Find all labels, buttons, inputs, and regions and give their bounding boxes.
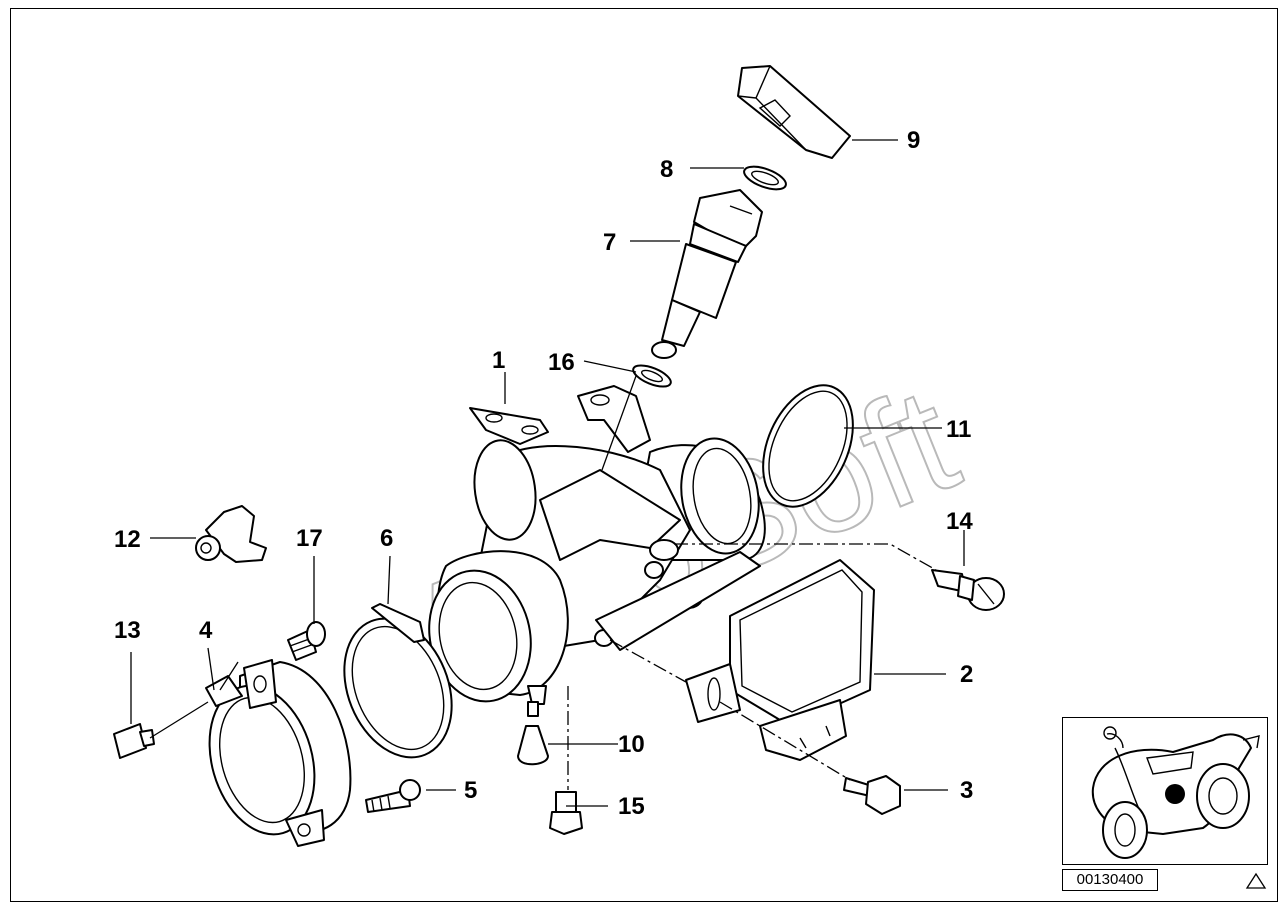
part-16-seal-ring[interactable] xyxy=(630,361,673,391)
callout-12[interactable]: 12 xyxy=(114,526,141,553)
leader-lines xyxy=(130,139,965,807)
callout-14[interactable]: 14 xyxy=(946,508,973,535)
callout-11[interactable]: 11 xyxy=(946,416,971,443)
part-15-bolt[interactable] xyxy=(549,791,583,835)
part-6-hose-clamp[interactable] xyxy=(325,603,472,774)
part-10-cap[interactable] xyxy=(517,725,549,766)
callout-1[interactable]: 1 xyxy=(492,347,505,374)
location-marker-icon xyxy=(1165,784,1185,804)
motorcycle-locator-icon xyxy=(1091,726,1260,859)
part-8-o-ring[interactable] xyxy=(741,162,789,194)
part-3-screw[interactable] xyxy=(843,775,901,815)
part-17-vent-screw[interactable] xyxy=(287,621,326,661)
part-1-throttle-body[interactable] xyxy=(417,385,767,711)
callout-5[interactable]: 5 xyxy=(464,777,477,804)
callout-2[interactable]: 2 xyxy=(960,661,973,688)
callout-6[interactable]: 6 xyxy=(380,525,393,552)
part-12-clip[interactable] xyxy=(195,505,267,563)
callout-3[interactable]: 3 xyxy=(960,777,973,804)
part-14-adjusting-screw[interactable] xyxy=(931,569,1005,611)
callout-9[interactable]: 9 xyxy=(907,127,920,154)
reference-code: 00130400 xyxy=(1062,869,1158,891)
diagram-frame xyxy=(10,8,1278,902)
callout-15[interactable]: 15 xyxy=(618,793,645,820)
callout-7[interactable]: 7 xyxy=(603,229,616,256)
callouts: 1 2 3 4 5 6 7 8 9 10 11 12 13 14 15 16 1… xyxy=(114,127,973,820)
warning-triangle-icon xyxy=(1245,872,1267,889)
locator-inset xyxy=(1062,717,1268,865)
callout-4[interactable]: 4 xyxy=(199,617,213,644)
part-7-temperature-sensor[interactable] xyxy=(651,189,763,359)
part-5-screw[interactable] xyxy=(365,779,421,813)
part-13-plug[interactable] xyxy=(113,723,155,759)
callout-8[interactable]: 8 xyxy=(660,156,673,183)
callout-10[interactable]: 10 xyxy=(618,731,645,758)
callout-16[interactable]: 16 xyxy=(548,349,575,376)
part-9-connector-cap[interactable] xyxy=(737,65,851,159)
callout-17[interactable]: 17 xyxy=(296,525,323,552)
part-4-intake-stub[interactable] xyxy=(193,659,352,847)
part-2-throttle-sensor[interactable] xyxy=(685,559,875,761)
callout-13[interactable]: 13 xyxy=(114,617,141,644)
